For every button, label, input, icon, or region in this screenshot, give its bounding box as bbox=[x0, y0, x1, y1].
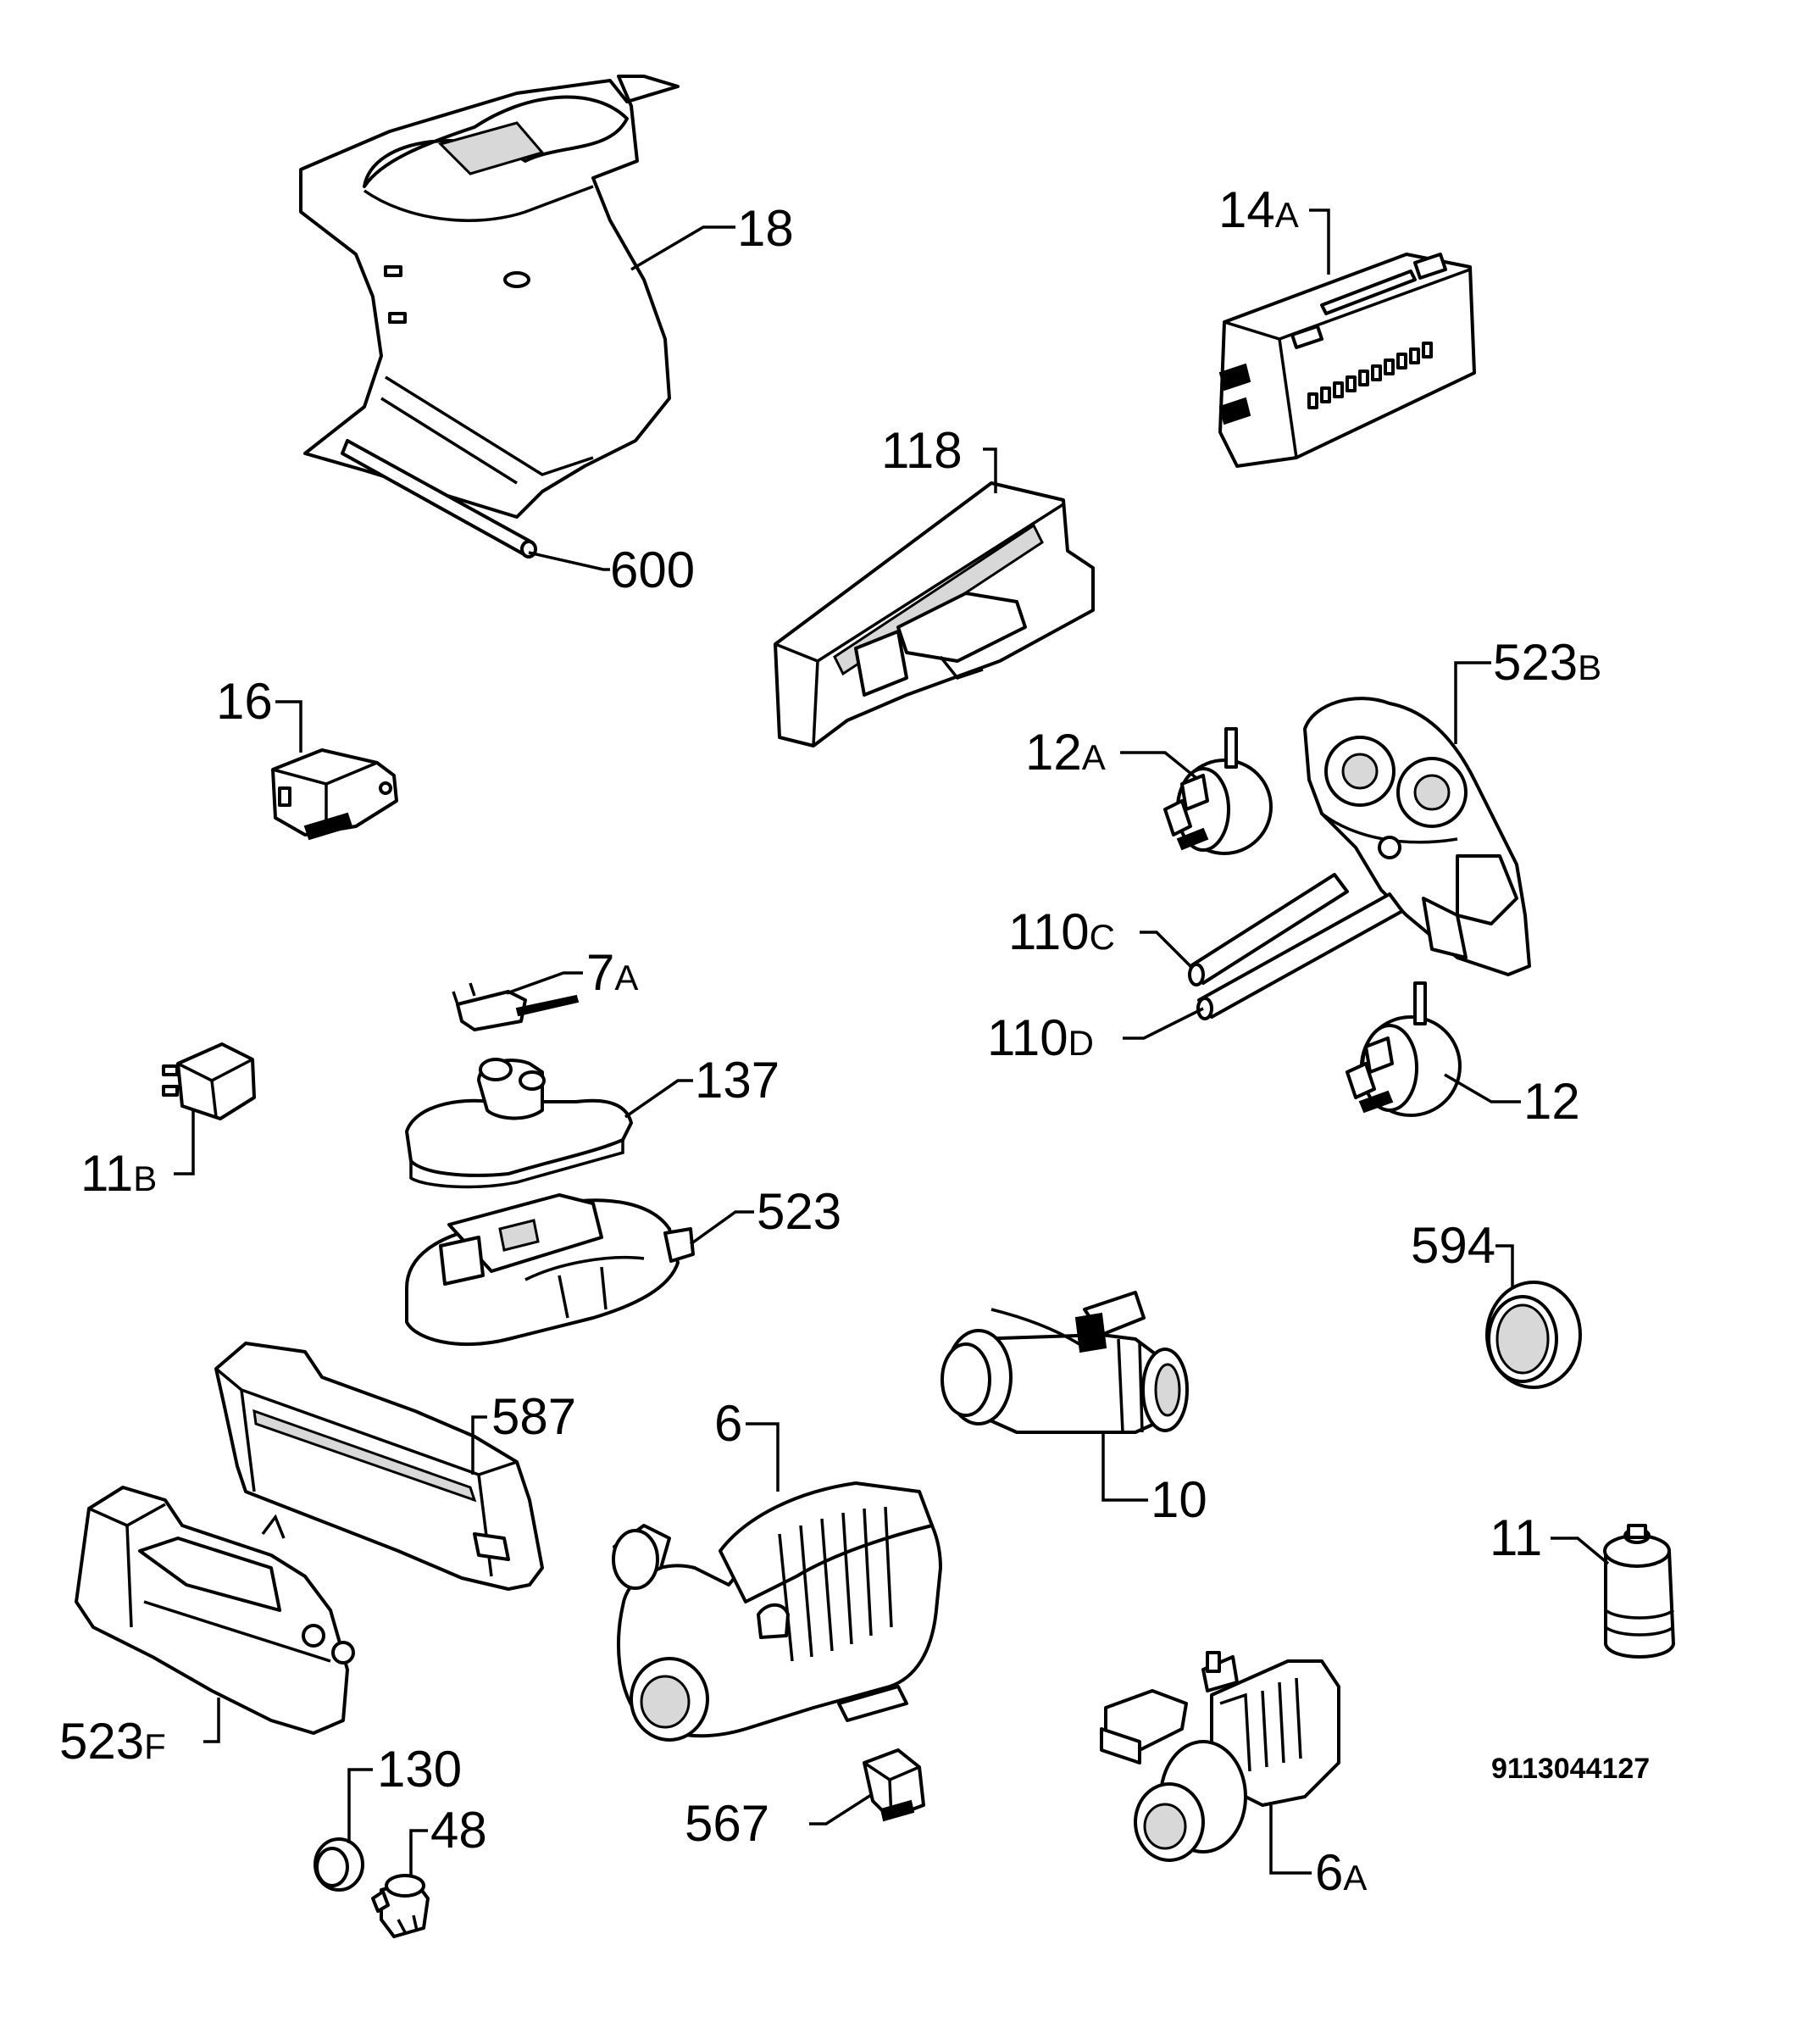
part-14a-control-module bbox=[1218, 253, 1476, 468]
label-110c: 110C bbox=[1008, 903, 1115, 960]
label-16: 16 bbox=[216, 673, 273, 730]
label-6: 6 bbox=[714, 1395, 742, 1452]
part-6-circulation-pump bbox=[612, 1481, 942, 1742]
part-523-housing bbox=[405, 1193, 695, 1347]
module-led-row bbox=[1307, 342, 1433, 409]
leader-118 bbox=[983, 447, 997, 493]
label-523: 523 bbox=[757, 1183, 841, 1240]
part-567-clip bbox=[863, 1748, 925, 1822]
leader-600 bbox=[528, 551, 610, 571]
part-137-cover bbox=[405, 1058, 633, 1189]
leader-10 bbox=[1101, 1432, 1148, 1502]
label-594: 594 bbox=[1411, 1217, 1495, 1274]
label-14a: 14A bbox=[1218, 181, 1299, 238]
part-118-panel bbox=[774, 481, 1095, 747]
part-6a-drain-pump bbox=[1100, 1651, 1340, 1862]
part-523b-manifold bbox=[1303, 697, 1531, 976]
leader-14a bbox=[1309, 208, 1330, 275]
label-10: 10 bbox=[1151, 1471, 1207, 1528]
label-137: 137 bbox=[695, 1052, 780, 1109]
label-110d: 110D bbox=[987, 1009, 1094, 1066]
part-12a-pressure-switch bbox=[1163, 727, 1273, 855]
part-594-cap bbox=[1485, 1281, 1582, 1389]
leader-7a bbox=[506, 971, 583, 995]
leader-12 bbox=[1444, 1073, 1521, 1103]
part-110c-hose bbox=[1188, 873, 1349, 986]
label-12: 12 bbox=[1523, 1073, 1580, 1130]
leader-48 bbox=[409, 1829, 428, 1876]
label-523f: 523F bbox=[59, 1713, 166, 1770]
leader-130 bbox=[347, 1768, 373, 1843]
part-523f-bracket bbox=[75, 1486, 355, 1735]
label-130: 130 bbox=[377, 1741, 462, 1798]
leader-523f bbox=[203, 1698, 220, 1743]
leader-523 bbox=[689, 1210, 754, 1246]
part-11b-relay bbox=[162, 1042, 256, 1120]
part-16-door-switch bbox=[271, 748, 398, 841]
label-48: 48 bbox=[430, 1802, 487, 1859]
leader-6a bbox=[1269, 1805, 1312, 1875]
label-567: 567 bbox=[685, 1795, 769, 1852]
part-10-heater bbox=[941, 1291, 1189, 1434]
leader-16 bbox=[275, 700, 302, 753]
part-18-duct-cover bbox=[299, 75, 680, 519]
leader-18 bbox=[630, 225, 735, 271]
label-11: 11 bbox=[1490, 1509, 1542, 1566]
leader-523b bbox=[1454, 661, 1491, 744]
part-11-capacitor bbox=[1603, 1524, 1675, 1659]
part-48-knob bbox=[371, 1874, 430, 1938]
leader-594 bbox=[1495, 1244, 1514, 1288]
label-587: 587 bbox=[491, 1388, 576, 1445]
diagram-code: 9113044127 bbox=[1491, 1753, 1650, 1785]
label-11b: 11B bbox=[80, 1145, 157, 1202]
leader-567 bbox=[809, 1793, 872, 1826]
part-600-seal-strip bbox=[341, 439, 537, 559]
leader-110c bbox=[1140, 931, 1192, 968]
part-110d-hose bbox=[1196, 892, 1404, 1020]
label-6a: 6A bbox=[1315, 1844, 1367, 1901]
leader-110d bbox=[1123, 1007, 1204, 1040]
leader-11b bbox=[174, 1110, 195, 1175]
label-7a: 7A bbox=[586, 944, 638, 1001]
label-600: 600 bbox=[610, 542, 695, 598]
label-523b: 523B bbox=[1493, 634, 1601, 691]
leader-12a bbox=[1120, 751, 1198, 780]
part-12-pressure-switch bbox=[1346, 981, 1462, 1117]
label-18: 18 bbox=[737, 200, 794, 257]
part-587-air-duct bbox=[214, 1342, 544, 1591]
leader-587 bbox=[471, 1415, 487, 1475]
motor-winding-fins bbox=[778, 1506, 893, 1662]
leader-6 bbox=[746, 1422, 780, 1492]
label-118: 118 bbox=[881, 422, 963, 479]
leader-11 bbox=[1551, 1537, 1610, 1565]
label-12a: 12A bbox=[1025, 724, 1106, 781]
part-130-ring-seal bbox=[314, 1837, 364, 1892]
leader-137 bbox=[624, 1079, 693, 1119]
